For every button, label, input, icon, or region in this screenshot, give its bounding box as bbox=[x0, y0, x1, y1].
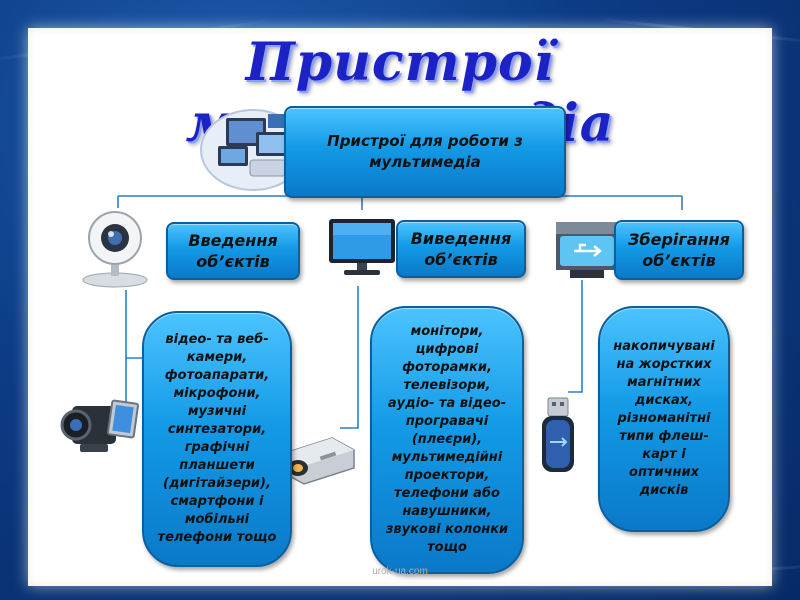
usb-drive-icon bbox=[556, 222, 618, 278]
storage-devices-list: накопичувані на жорстких магнітних диска… bbox=[598, 306, 730, 532]
input-category-box: Введення об’єктів bbox=[166, 222, 300, 280]
projector-icon bbox=[281, 437, 355, 485]
output-category-box: Виведення об’єктів bbox=[396, 220, 526, 278]
slide-canvas: Пристрої мультимедіа Пристрої для роботи… bbox=[28, 28, 772, 586]
storage-list-connector bbox=[568, 280, 583, 393]
storage-category-box: Зберігання об’єктів bbox=[614, 220, 744, 280]
input-list-connector bbox=[125, 290, 142, 359]
output-devices-text: монітори, цифрові фоторамки, телевізори,… bbox=[385, 324, 509, 555]
footer-watermark: urok-ua.com bbox=[372, 566, 428, 577]
input-devices-text: відео- та веб-камери, фотоапарати, мікро… bbox=[157, 332, 277, 545]
multimedia-devices-icon bbox=[200, 109, 306, 191]
input-category-label: Введення об’єктів bbox=[188, 231, 278, 271]
input-devices-list: відео- та веб-камери, фотоапарати, мікро… bbox=[142, 311, 292, 567]
output-devices-list: монітори, цифрові фоторамки, телевізори,… bbox=[370, 306, 524, 574]
flash-drive-icon bbox=[542, 397, 574, 472]
storage-devices-text: накопичувані на жорстких магнітних диска… bbox=[613, 339, 715, 498]
output-list-connector bbox=[340, 286, 359, 429]
camcorder-icon bbox=[60, 399, 139, 452]
webcam-icon bbox=[82, 211, 148, 288]
storage-category-label: Зберігання об’єктів bbox=[628, 230, 730, 270]
output-category-label: Виведення об’єктів bbox=[410, 229, 512, 269]
root-node-label: Пристрої для роботи з мультимедіа bbox=[327, 132, 523, 171]
root-node: Пристрої для роботи з мультимедіа bbox=[284, 106, 566, 198]
monitor-icon bbox=[329, 219, 395, 275]
